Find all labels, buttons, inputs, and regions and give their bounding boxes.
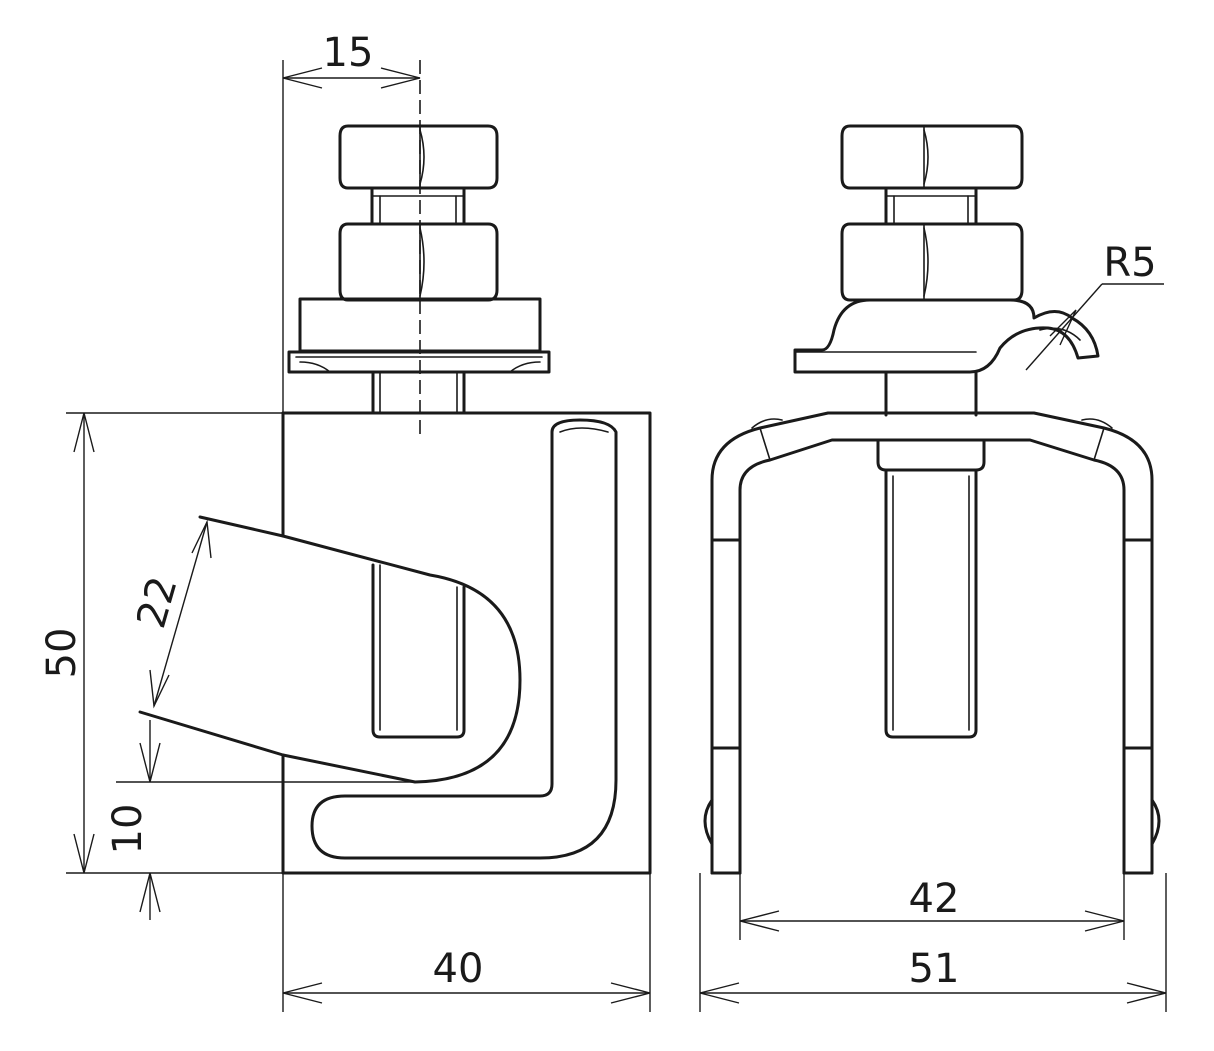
screw-lower [371, 563, 466, 739]
screw-upper [371, 370, 466, 415]
label-50: 50 [39, 628, 85, 679]
label-10: 10 [105, 804, 151, 855]
label-15: 15 [323, 30, 374, 76]
dim-15 [282, 60, 421, 413]
jaw-opening [138, 515, 522, 784]
front-lower-nut [840, 222, 1024, 302]
label-r5: R5 [1103, 240, 1156, 286]
front-thread-mid [884, 186, 978, 226]
lower-nut [338, 222, 499, 302]
label-40: 40 [433, 946, 484, 992]
label-51: 51 [909, 946, 960, 992]
front-screw-lower [876, 438, 986, 739]
thread-mid [370, 186, 466, 226]
side-view: 15 50 22 10 [39, 30, 652, 1012]
dim-40 [282, 873, 651, 1012]
label-42: 42 [909, 876, 960, 922]
dim-10 [116, 720, 415, 920]
dim-51 [699, 873, 1167, 1012]
dim-50 [66, 412, 283, 874]
washer [287, 297, 551, 374]
front-view: R5 42 51 [699, 124, 1167, 1012]
dim-42 [739, 873, 1125, 940]
hook-plate [793, 298, 1100, 374]
front-shank-upper [884, 370, 978, 417]
dim-22 [149, 519, 212, 709]
top-hex-nut [338, 124, 499, 190]
front-top-nut [840, 124, 1024, 190]
dim-r5 [1025, 283, 1164, 371]
clamp-body [281, 411, 652, 875]
u-bracket [703, 411, 1161, 875]
